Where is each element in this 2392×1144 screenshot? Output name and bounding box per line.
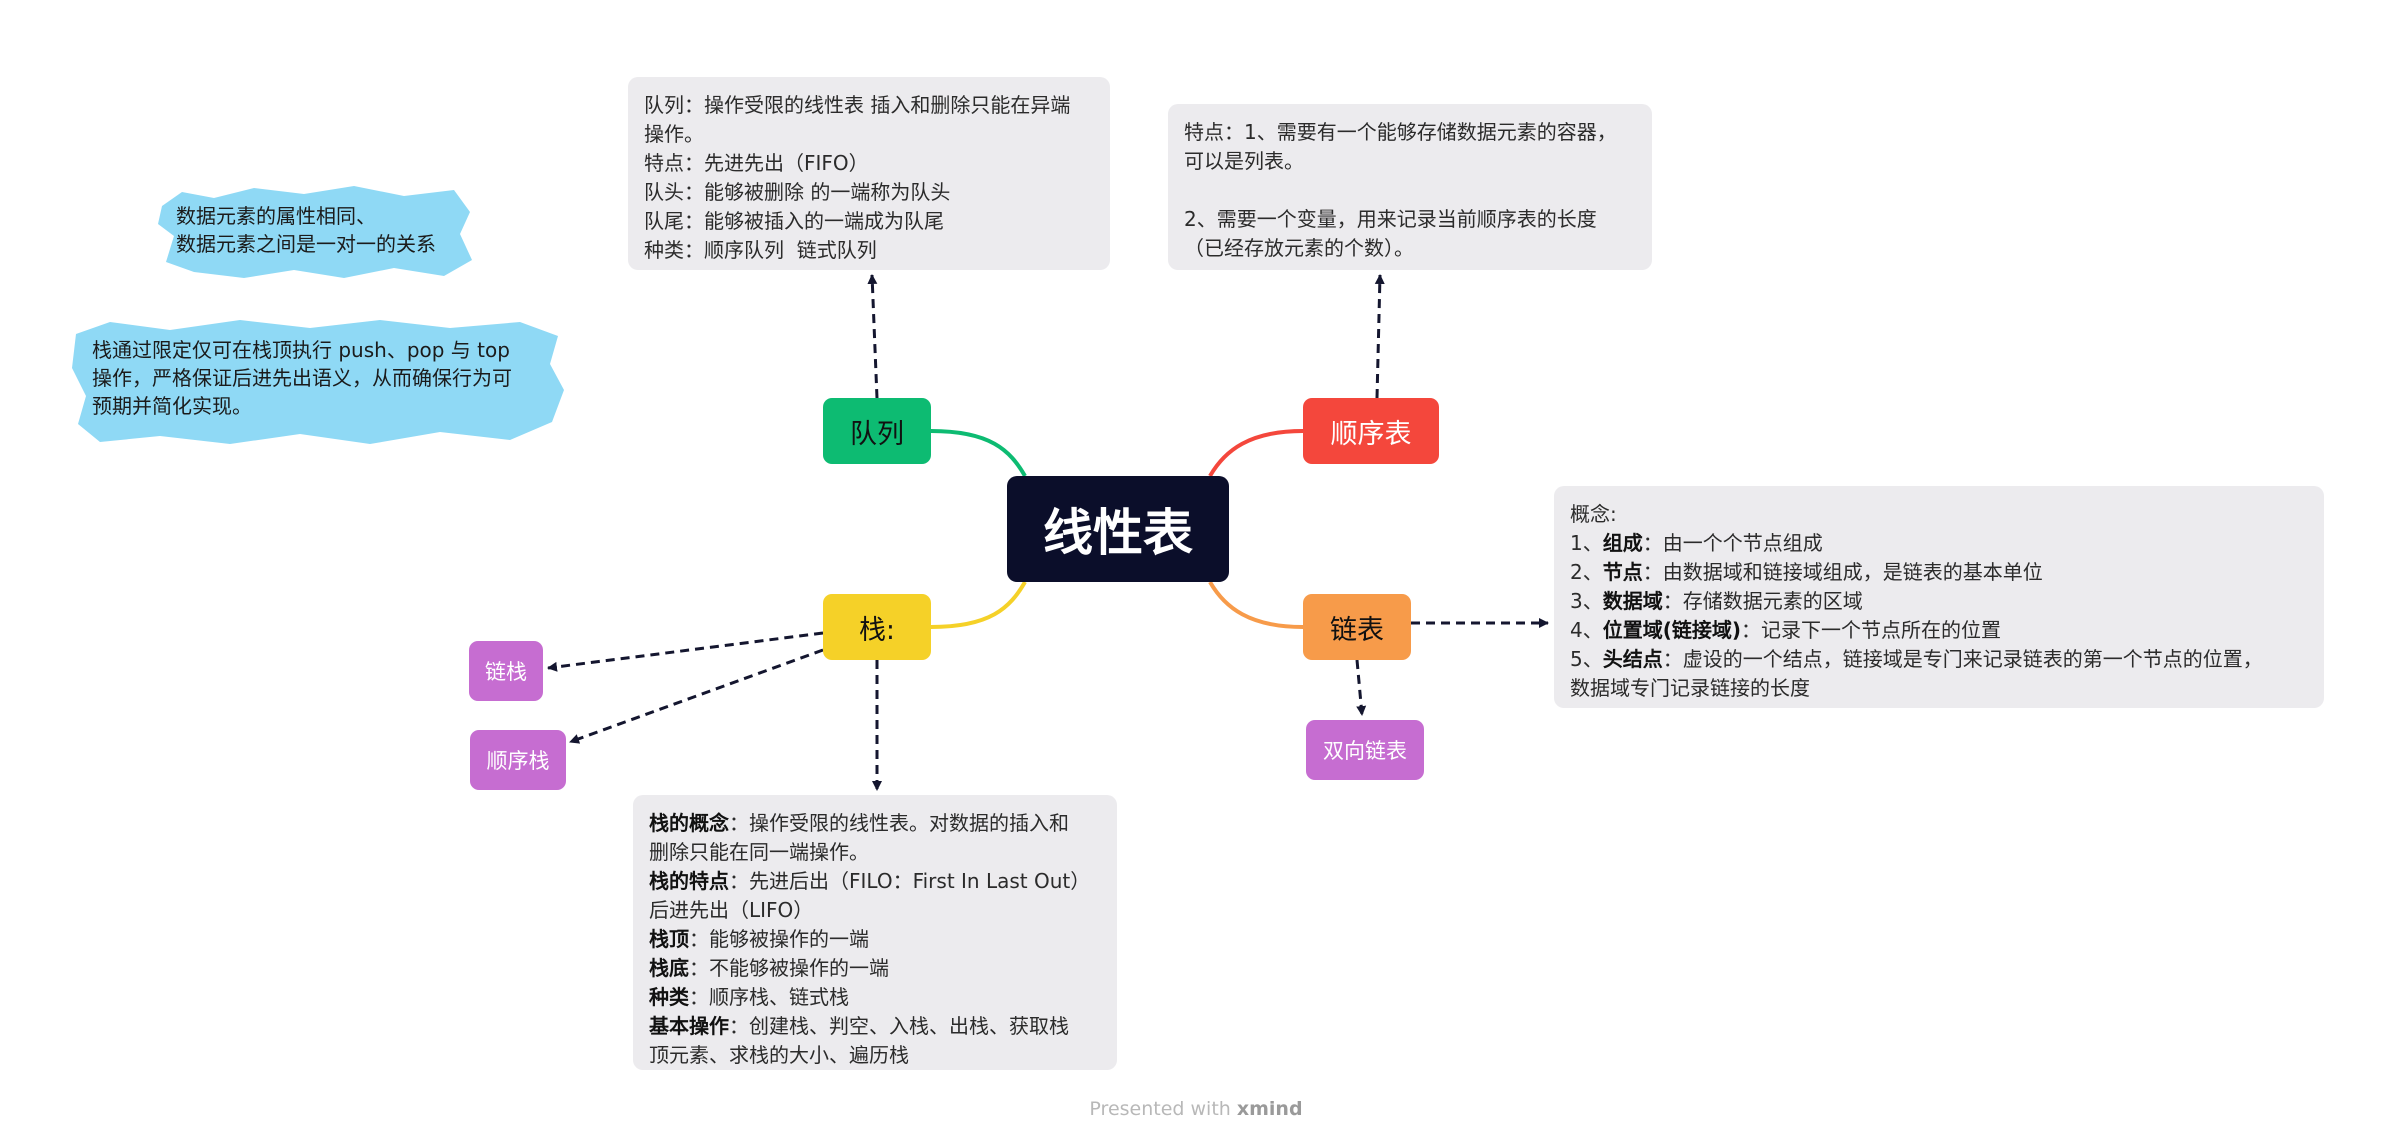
note-line: 删除只能在同一端操作。 <box>649 838 1101 867</box>
topic-linked[interactable]: 链表 <box>1303 594 1411 660</box>
topic-queue[interactable]: 队列 <box>823 398 931 464</box>
topic-sequential[interactable]: 顺序表 <box>1303 398 1439 464</box>
note-line: 栈的概念：操作受限的线性表。对数据的插入和 <box>649 809 1101 838</box>
note-desc: ：虚设的一个结点，链接域是专门来记录链表的第一个节点的位置， <box>1662 647 2263 671</box>
note-line: 基本操作：创建栈、判空、入栈、出栈、获取栈 <box>649 1012 1101 1041</box>
note-term: 栈底 <box>649 956 689 980</box>
subtopic-doubly-linked[interactable]: 双向链表 <box>1306 720 1424 780</box>
note-line: 栈的特点：先进后出（FILO：First In Last Out） <box>649 867 1101 896</box>
topic-stack[interactable]: 栈: <box>823 594 931 660</box>
note-term: 栈顶 <box>649 927 689 951</box>
branch-stack <box>930 581 1027 629</box>
note-term: 位置域(链接域) <box>1602 618 1742 642</box>
footer-prefix: Presented with <box>1089 1098 1237 1120</box>
note-line: 5、头结点：虚设的一个结点，链接域是专门来记录链表的第一个节点的位置， <box>1570 645 2308 674</box>
note-line: 3、数据域：存储数据元素的区域 <box>1570 587 2308 616</box>
note-term: 栈的特点 <box>649 869 729 893</box>
note-stack: 栈的概念：操作受限的线性表。对数据的插入和删除只能在同一端操作。栈的特点：先进后… <box>633 795 1117 1070</box>
footer-brand: xmind <box>1236 1098 1303 1120</box>
note-line: 种类：顺序队列 链式队列 <box>644 238 877 262</box>
note-desc: 顶元素、求栈的大小、遍历栈 <box>649 1043 909 1067</box>
arrow-stack-linkstack <box>547 631 824 672</box>
callout-text: 数据元素的属性相同、 数据元素之间是一对一的关系 <box>176 204 436 256</box>
note-term: 栈的概念 <box>649 811 729 835</box>
note-desc: ：存储数据元素的区域 <box>1662 589 1863 613</box>
note-queue: 队列：操作受限的线性表 插入和删除只能在异端操作。特点：先进先出（FIFO） 队头… <box>628 77 1110 270</box>
note-desc: ：操作受限的线性表。对数据的插入和 <box>729 811 1069 835</box>
note-line: 2、节点：由数据域和链接域组成，是链表的基本单位 <box>1570 558 2308 587</box>
note-desc: ：创建栈、判空、入栈、出栈、获取栈 <box>729 1014 1069 1038</box>
note-desc: 删除只能在同一端操作。 <box>649 840 869 864</box>
arrow-linked-dlink <box>1355 659 1367 716</box>
note-index: 2、 <box>1570 560 1603 584</box>
note-desc: ：由一个个节点组成 <box>1642 531 1823 555</box>
note-term: 组成 <box>1602 531 1643 555</box>
arrow-seq-note <box>1374 274 1385 399</box>
note-desc: 后进先出（LIFO） <box>649 898 814 922</box>
note-index: 5、 <box>1570 647 1603 671</box>
note-line: 1、组成：由一个个节点组成 <box>1570 529 2308 558</box>
note-line: 栈底：不能够被操作的一端 <box>649 954 1101 983</box>
note-line: 数据域专门记录链接的长度 <box>1570 674 2308 703</box>
note-line: 队头：能够被删除 的一端称为队头 <box>644 180 951 204</box>
note-line: 队列：操作受限的线性表 插入和删除只能在异端 <box>644 93 1071 117</box>
branch-sequential <box>1208 429 1304 478</box>
note-line: （已经存放元素的个数）。 <box>1184 236 1414 260</box>
note-term: 种类 <box>649 985 689 1009</box>
footer-credit: Presented with xmind <box>0 1098 2392 1120</box>
note-desc: ：顺序栈、链式栈 <box>689 985 849 1009</box>
note-line: 可以是列表。 <box>1184 149 1304 173</box>
callout-text: 栈通过限定仅可在栈顶执行 push、pop 与 top 操作，严格保证后进先出语… <box>92 338 512 418</box>
note-line: 栈顶：能够被操作的一端 <box>649 925 1101 954</box>
note-term: 基本操作 <box>649 1014 729 1038</box>
note-term: 头结点 <box>1602 647 1663 671</box>
subtopic-linked-stack[interactable]: 链栈 <box>469 641 543 701</box>
callout-linear-properties: 数据元素的属性相同、 数据元素之间是一对一的关系 <box>154 184 476 280</box>
brush-highlight <box>72 320 564 444</box>
note-desc: 数据域专门记录链接的长度 <box>1570 676 1810 700</box>
note-line <box>1184 176 1636 205</box>
note-sequential: 特点：1、需要有一个能够存储数据元素的容器， 可以是列表。 2、需要一个变量，用来记… <box>1168 104 1652 270</box>
note-line: 特点：先进先出（FIFO） <box>644 151 869 175</box>
note-desc: ：能够被操作的一端 <box>689 927 869 951</box>
note-desc: ：由数据域和链接域组成，是链表的基本单位 <box>1642 560 2043 584</box>
note-line: 概念: <box>1570 500 2308 529</box>
note-term: 数据域 <box>1602 589 1663 613</box>
branch-queue <box>930 429 1027 477</box>
note-line: 队尾：能够被插入的一端成为队尾 <box>644 209 944 233</box>
note-index: 概念: <box>1570 502 1617 526</box>
branch-linked <box>1208 580 1304 629</box>
note-index: 3、 <box>1570 589 1603 613</box>
arrow-queue-note <box>867 274 879 399</box>
note-line: 4、位置域(链接域)：记录下一个节点所在的位置 <box>1570 616 2308 645</box>
brush-highlight <box>158 186 472 278</box>
note-line: 顶元素、求栈的大小、遍历栈 <box>649 1041 1101 1070</box>
note-line: 种类：顺序栈、链式栈 <box>649 983 1101 1012</box>
note-index: 1、 <box>1570 531 1603 555</box>
arrow-stack-seqstack <box>569 648 824 744</box>
root-topic[interactable]: 线性表 <box>1007 476 1229 582</box>
note-line: 2、需要一个变量，用来记录当前顺序表的长度 <box>1184 207 1597 231</box>
note-desc: ：不能够被操作的一端 <box>689 956 889 980</box>
note-line: 后进先出（LIFO） <box>649 896 1101 925</box>
note-desc: ：先进后出（FILO：First In Last Out） <box>729 869 1091 893</box>
note-line: 特点：1、需要有一个能够存储数据元素的容器， <box>1184 120 1617 144</box>
note-line: 操作。 <box>644 122 704 146</box>
subtopic-sequential-stack[interactable]: 顺序栈 <box>470 730 566 790</box>
note-index: 4、 <box>1570 618 1603 642</box>
callout-stack-summary: 栈通过限定仅可在栈顶执行 push、pop 与 top 操作，严格保证后进先出语… <box>70 318 566 446</box>
note-desc: ：记录下一个节点所在的位置 <box>1741 618 2002 642</box>
note-term: 节点 <box>1602 560 1643 584</box>
